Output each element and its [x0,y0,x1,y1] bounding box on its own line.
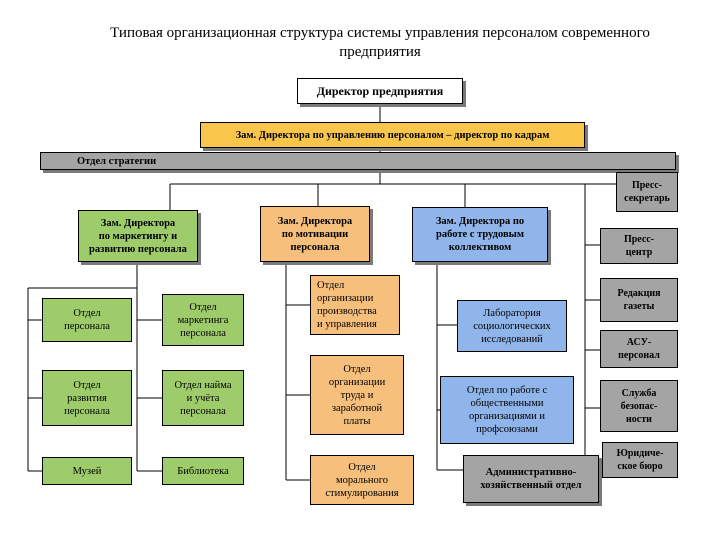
strategy-dept-box: Отдел стратегии [40,152,676,170]
labor-org-dept-box: Отдел организации труда и заработной пла… [310,355,404,435]
marketing-deputy-box: Зам. Директора по маркетингу и развитию … [78,210,198,262]
press-center-box: Пресс- центр [600,228,678,264]
diagram-title: Типовая организационная структура систем… [110,25,650,60]
director-box: Директор предприятия [297,78,463,104]
moral-dept-box: Отдел морального стимулирования [310,455,414,505]
admin-dept-box: Административно- хозяйственный отдел [463,455,599,503]
press-secretary-box: Пресс- секретарь [616,172,678,212]
hr-deputy-box: Зам. Директора по управлению персоналом … [200,122,585,148]
personnel-marketing-dept-box: Отдел маркетинга персонала [162,294,244,346]
hiring-dept-box: Отдел найма и учёта персонала [162,370,244,426]
security-service-box: Служба безопас- ности [600,380,678,432]
legal-bureau-box: Юридиче- ское бюро [602,442,678,478]
newspaper-editorial-box: Редакция газеты [600,278,678,322]
sociology-lab-box: Лаборатория социологических исследований [457,300,567,352]
development-dept-box: Отдел развития персонала [42,370,132,426]
production-org-dept-box: Отдел организации производства и управле… [310,275,400,335]
museum-box: Музей [42,457,132,485]
public-orgs-dept-box: Отдел по работе с общественными организа… [440,376,574,444]
motivation-deputy-box: Зам. Директора по мотивации персонала [260,206,370,262]
labor-deputy-box: Зам. Директора по работе с трудовым колл… [412,207,548,262]
asu-personnel-box: АСУ- персонал [600,330,678,368]
library-box: Библиотека [162,457,244,485]
personnel-dept-box: Отдел персонала [42,298,132,342]
